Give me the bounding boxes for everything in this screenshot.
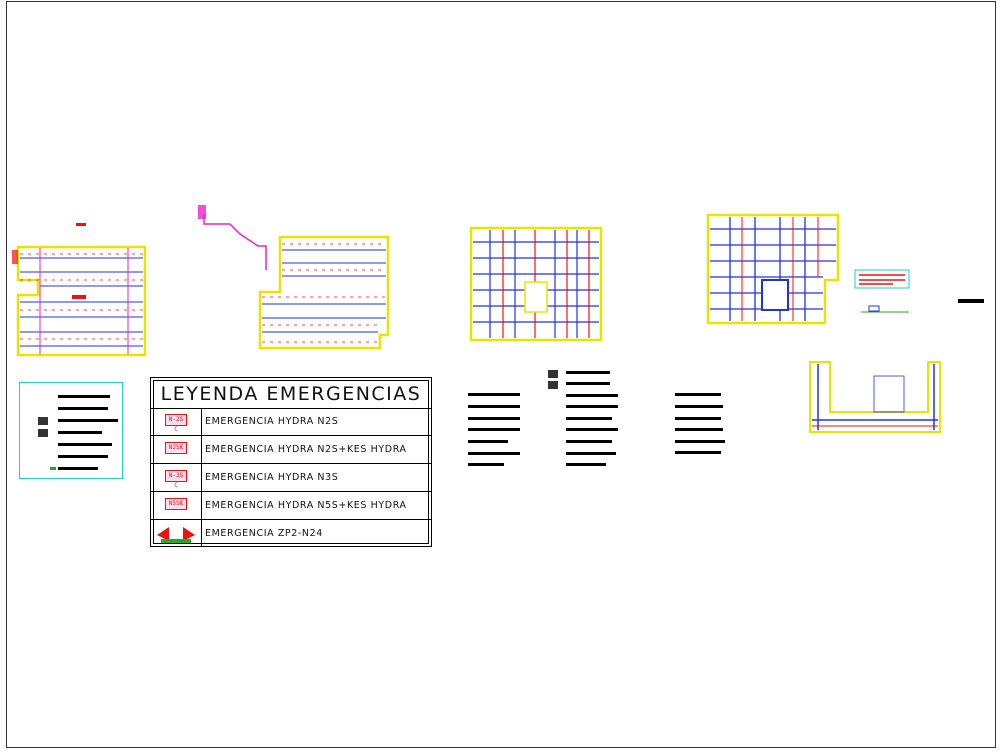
legend-symbol-cell: N5SK xyxy=(151,492,202,519)
exit-arrows-icon xyxy=(157,527,195,544)
symbol-icon xyxy=(548,381,558,389)
schedule-table xyxy=(854,269,910,313)
note-text-bar xyxy=(675,417,721,420)
legend-text-bar xyxy=(58,419,118,422)
legend-text-bar xyxy=(58,455,108,458)
symbol-icon xyxy=(548,370,558,378)
legend-row: EMERGENCIA ZP2-N24 xyxy=(151,520,431,547)
note-text-bar xyxy=(675,405,723,408)
legend-label: EMERGENCIA ZP2-N24 xyxy=(205,528,323,539)
note-text-bar xyxy=(468,405,520,408)
legend-row: N2SK EMERGENCIA HYDRA N2S+KES HYDRA xyxy=(151,436,431,464)
legend-label: EMERGENCIA HYDRA N2S+KES HYDRA xyxy=(205,444,407,455)
note-text-bar xyxy=(468,452,520,455)
note-text-bar xyxy=(566,428,618,431)
floor-plan-1 xyxy=(12,223,147,357)
note-text-bar xyxy=(566,452,616,455)
legend-text-bar xyxy=(58,395,110,398)
legend-symbol-cell: N-3S C xyxy=(151,464,202,491)
note-text-bar xyxy=(468,428,520,431)
emergency-tag-icon: N-2S C xyxy=(165,414,187,433)
note-text-bar xyxy=(566,440,612,443)
emergency-tag-icon: N-3S C xyxy=(165,470,187,489)
note-text-bar xyxy=(566,417,612,420)
symbol-legend-box xyxy=(19,382,123,479)
legend-symbol-cell xyxy=(151,520,202,547)
legend-row: N-2S C EMERGENCIA HYDRA N2S xyxy=(151,408,431,436)
legend-symbol-cell: N2SK xyxy=(151,436,202,463)
legend-text-bar xyxy=(58,431,102,434)
legend-title: LEYENDA EMERGENCIAS xyxy=(151,378,431,409)
floor-plan-4 xyxy=(706,213,840,325)
symbol-icon xyxy=(38,417,48,425)
note-text-bar xyxy=(566,463,606,466)
floor-plan-2 xyxy=(198,205,390,350)
note-text-bar xyxy=(566,394,618,397)
symbol-icon xyxy=(38,429,48,437)
emergency-legend: LEYENDA EMERGENCIAS N-2S C EMERGENCIA HY… xyxy=(150,377,432,547)
note-text-bar xyxy=(958,299,984,303)
note-text-bar xyxy=(566,405,618,408)
emergency-tag-icon: N5SK xyxy=(165,498,187,510)
floor-plan-5 xyxy=(809,361,941,433)
note-text-bar xyxy=(675,428,723,431)
green-symbol-icon xyxy=(50,467,56,470)
note-text-bar xyxy=(566,371,610,374)
legend-label: EMERGENCIA HYDRA N2S xyxy=(205,416,339,427)
legend-row: N5SK EMERGENCIA HYDRA N5S+KES HYDRA xyxy=(151,492,431,520)
legend-symbol-cell: N-2S C xyxy=(151,408,202,435)
legend-row: N-3S C EMERGENCIA HYDRA N3S xyxy=(151,464,431,492)
note-text-bar xyxy=(675,440,725,443)
note-text-bar xyxy=(675,451,721,454)
legend-label: EMERGENCIA HYDRA N3S xyxy=(205,472,339,483)
legend-text-bar xyxy=(58,443,112,446)
legend-text-bar xyxy=(58,407,108,410)
note-text-bar xyxy=(566,382,610,385)
floor-plan-3 xyxy=(469,226,603,342)
legend-label: EMERGENCIA HYDRA N5S+KES HYDRA xyxy=(205,500,407,511)
note-text-bar xyxy=(468,440,508,443)
emergency-tag-icon: N2SK xyxy=(165,442,187,454)
note-text-bar xyxy=(468,463,504,466)
note-text-bar xyxy=(675,393,721,396)
legend-text-bar xyxy=(58,467,98,470)
note-text-bar xyxy=(468,417,520,420)
note-text-bar xyxy=(468,393,520,396)
